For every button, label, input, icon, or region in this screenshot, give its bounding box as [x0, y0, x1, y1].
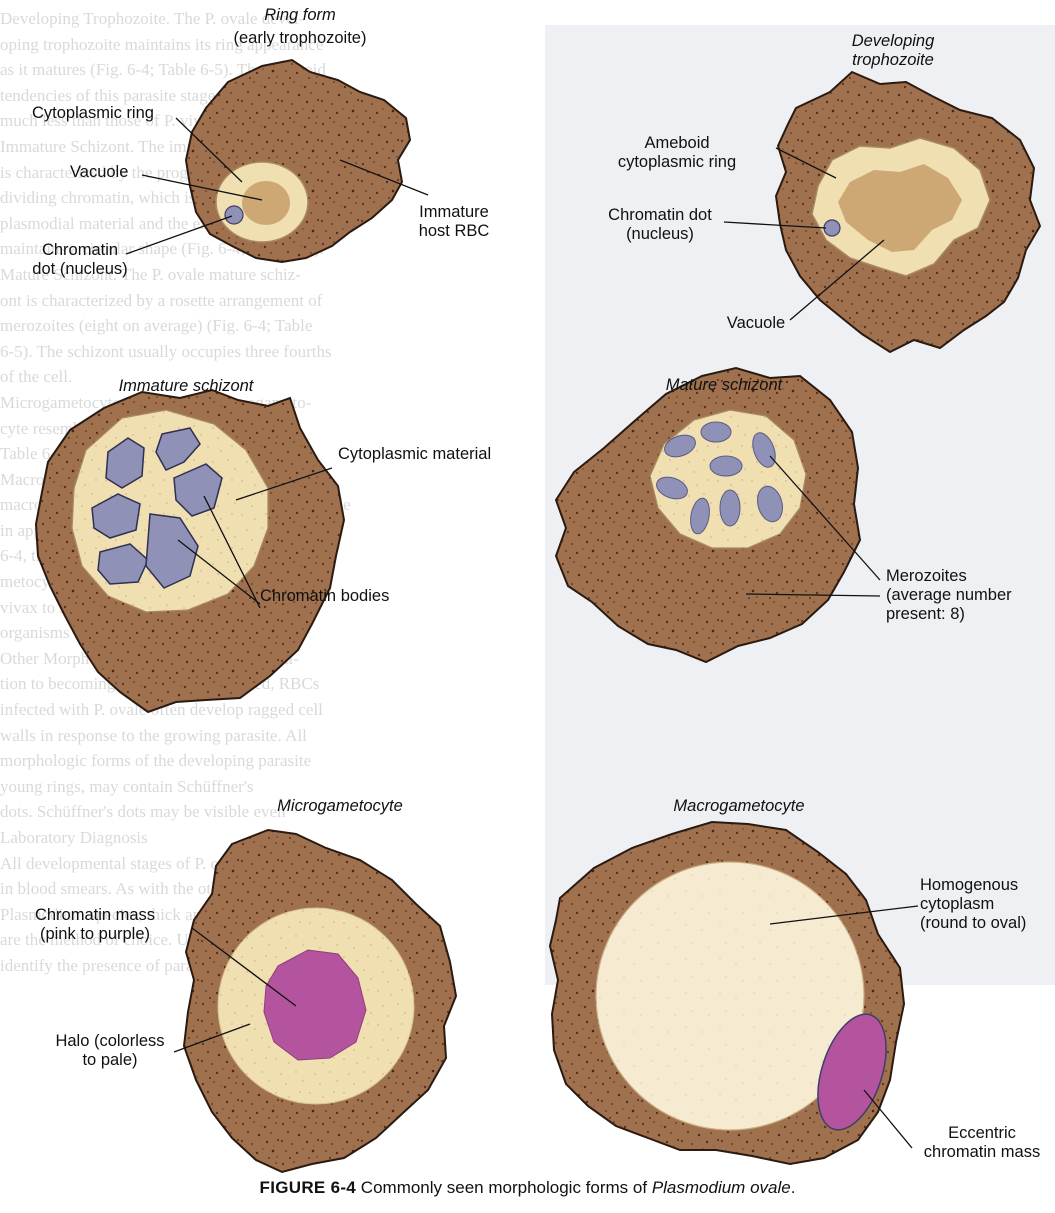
- developing-chromatin-dot-shape: [824, 220, 840, 236]
- merozoite-7: [720, 490, 740, 526]
- immature-schizont-cell: [36, 390, 344, 712]
- caption-end: .: [791, 1178, 796, 1197]
- caption-text: Commonly seen morphologic forms of: [356, 1178, 652, 1197]
- label-cytoplasmic-material: Cytoplasmic material: [338, 445, 491, 464]
- mature-schizont-cell: [556, 368, 860, 662]
- vacuole-shape: [242, 181, 290, 225]
- figure-number: FIGURE 6-4: [260, 1178, 357, 1197]
- label-cytoplasmic-ring: Cytoplasmic ring: [32, 104, 154, 123]
- label-eccentric-chromatin: Eccentric chromatin mass: [912, 1124, 1052, 1162]
- developing-trophozoite-title: Developing trophozoite: [828, 32, 958, 70]
- macrogametocyte-cell: [550, 822, 904, 1164]
- figure-caption: FIGURE 6-4 Commonly seen morphologic for…: [0, 1178, 1055, 1198]
- caption-species: Plasmodium ovale: [652, 1178, 791, 1197]
- label-chromatin-dot: Chromatin dot (nucleus): [18, 241, 142, 279]
- microgametocyte-cell: [184, 830, 456, 1172]
- label-chromatin-mass: Chromatin mass (pink to purple): [12, 906, 178, 944]
- merozoite-4: [710, 456, 742, 476]
- developing-trophozoite-cell: [776, 72, 1040, 352]
- label-ameboid-ring: Ameboid cytoplasmic ring: [592, 134, 762, 172]
- chromatin-dot-shape: [225, 206, 243, 224]
- label-immature-host-rbc: Immature host RBC: [404, 203, 504, 241]
- label-chromatin-bodies: Chromatin bodies: [260, 587, 389, 606]
- label-homogenous-cytoplasm: Homogenous cytoplasm (round to oval): [920, 876, 1026, 933]
- ring-form-subtitle: (early trophozoite): [212, 29, 388, 48]
- microgametocyte-title: Microgametocyte: [270, 797, 410, 816]
- label-vacuole: Vacuole: [70, 163, 128, 182]
- label-developing-vacuole: Vacuole: [716, 314, 796, 333]
- macrogametocyte-title: Macrogametocyte: [664, 797, 814, 816]
- ring-form-title: Ring form: [240, 6, 360, 25]
- label-halo: Halo (colorless to pale): [42, 1032, 178, 1070]
- label-developing-chromatin: Chromatin dot (nucleus): [590, 206, 730, 244]
- merozoite-2: [701, 422, 731, 442]
- immature-schizont-title: Immature schizont: [96, 377, 276, 396]
- label-merozoites: Merozoites (average number present: 8): [886, 567, 1012, 624]
- mature-schizont-title: Mature schizont: [654, 376, 794, 395]
